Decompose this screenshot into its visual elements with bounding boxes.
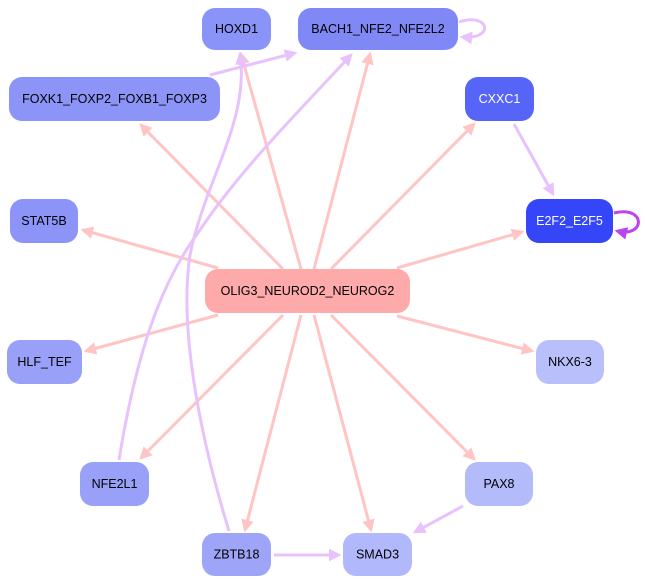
edge-olig3-to-nfe2l1 bbox=[139, 313, 285, 460]
node-bach1-nfe2-nfe2l2[interactable]: BACH1_NFE2_NFE2L2 bbox=[298, 8, 458, 50]
edge-olig3-to-bach1 bbox=[312, 51, 374, 270]
node-label: FOXK1_FOXP2_FOXB1_FOXP3 bbox=[22, 92, 207, 106]
node-label: HOXD1 bbox=[215, 22, 258, 36]
node-label: BACH1_NFE2_NFE2L2 bbox=[311, 22, 444, 36]
node-label: NFE2L1 bbox=[92, 477, 138, 491]
node-hlf-tef[interactable]: HLF_TEF bbox=[7, 340, 82, 384]
node-stat5b[interactable]: STAT5B bbox=[10, 199, 78, 243]
edge-olig3-to-hoxd1 bbox=[237, 51, 303, 270]
edge-olig3-to-smad3 bbox=[312, 314, 375, 533]
edge-e2f2-self-loop bbox=[613, 210, 640, 240]
node-label: STAT5B bbox=[21, 214, 66, 228]
edge-nfe2l1-to-bach1 bbox=[117, 53, 353, 461]
node-smad3[interactable]: SMAD3 bbox=[343, 533, 412, 576]
edge-olig3-to-zbtb18 bbox=[241, 314, 303, 533]
node-label: NKX6-3 bbox=[548, 355, 592, 369]
node-olig3-neurod2-neurog2[interactable]: OLIG3_NEUROD2_NEUROG2 bbox=[205, 269, 410, 313]
node-nfe2l1[interactable]: NFE2L1 bbox=[80, 462, 149, 506]
edge-pax8-to-smad3 bbox=[412, 504, 464, 534]
edges-layer bbox=[80, 18, 640, 562]
edge-cxxc1-to-e2f2 bbox=[512, 123, 555, 197]
edge-olig3-to-cxxc1 bbox=[329, 122, 476, 271]
node-cxxc1[interactable]: CXXC1 bbox=[465, 77, 534, 121]
node-label: CXXC1 bbox=[479, 92, 521, 106]
node-hoxd1[interactable]: HOXD1 bbox=[202, 8, 271, 50]
node-label: HLF_TEF bbox=[17, 355, 72, 369]
node-label: ZBTB18 bbox=[214, 548, 260, 562]
node-label: OLIG3_NEUROD2_NEUROG2 bbox=[221, 284, 395, 298]
node-zbtb18[interactable]: ZBTB18 bbox=[202, 533, 271, 576]
edge-zbtb18-to-hoxd1 bbox=[185, 51, 248, 532]
edge-olig3-to-foxk1 bbox=[139, 123, 285, 271]
edge-olig3-to-nkx6-3 bbox=[396, 314, 535, 355]
node-nkx6-3[interactable]: NKX6-3 bbox=[536, 340, 604, 384]
node-e2f2-e2f5[interactable]: E2F2_E2F5 bbox=[526, 199, 613, 243]
node-pax8[interactable]: PAX8 bbox=[465, 462, 533, 506]
edge-foxk1-to-bach1 bbox=[209, 49, 298, 77]
node-label: PAX8 bbox=[483, 477, 514, 491]
edge-bach1-self-loop bbox=[458, 18, 486, 45]
edge-olig3-to-e2f2 bbox=[396, 228, 525, 270]
edge-olig3-to-hlf-tef bbox=[83, 313, 219, 355]
nodes-layer: HOXD1 BACH1_NFE2_NFE2L2 FOXK1_FOXP2_FOXB… bbox=[7, 8, 613, 576]
edge-olig3-to-pax8 bbox=[329, 313, 476, 461]
edge-olig3-to-stat5b bbox=[80, 226, 219, 270]
node-foxk1-foxp2-foxb1-foxp3[interactable]: FOXK1_FOXP2_FOXB1_FOXP3 bbox=[9, 77, 220, 121]
node-label: SMAD3 bbox=[356, 548, 399, 562]
node-label: E2F2_E2F5 bbox=[536, 214, 603, 228]
